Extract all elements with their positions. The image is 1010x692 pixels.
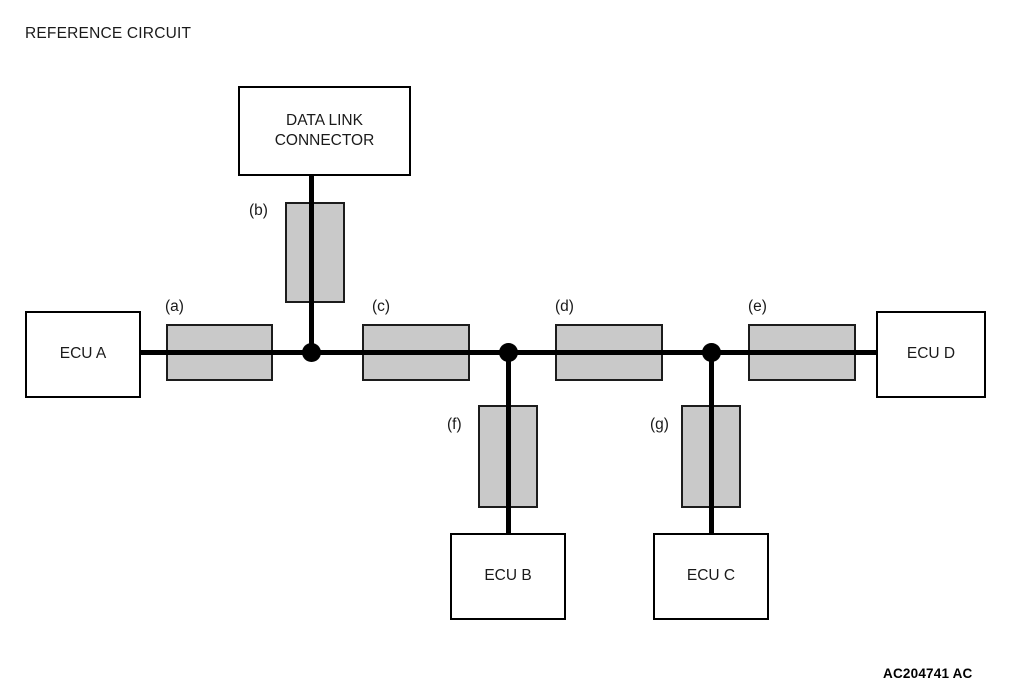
ecu-c-label: ECU C — [686, 567, 736, 585]
junction-ecu-b-dot — [499, 342, 518, 362]
document-code: AC204741 AC — [883, 666, 973, 681]
data-link-connector-label: DATA LINK CONNECTOR — [274, 111, 375, 149]
ecu-d-box: ECU D — [876, 311, 986, 398]
ecu-b-branch-wire — [505, 350, 511, 533]
ecu-c-branch-wire — [708, 350, 714, 533]
junction-data-link-dot — [302, 342, 321, 362]
segment-g-label: (g) — [650, 416, 669, 433]
segment-c-label: (c) — [372, 298, 391, 315]
ecu-a-label: ECU A — [59, 345, 107, 363]
data-link-connector-branch-wire — [308, 176, 314, 354]
segment-b-block — [285, 202, 345, 303]
ecu-c-box: ECU C — [653, 533, 769, 620]
ecu-b-box: ECU B — [450, 533, 566, 620]
ecu-d-label: ECU D — [906, 345, 956, 363]
page-title: REFERENCE CIRCUIT — [25, 25, 192, 42]
segment-b-label: (b) — [249, 202, 268, 219]
segment-d-label: (d) — [555, 298, 574, 315]
junction-ecu-c-dot — [702, 342, 721, 362]
ecu-b-label: ECU B — [484, 567, 532, 585]
segment-a-label: (a) — [165, 298, 184, 315]
data-link-connector-box: DATA LINK CONNECTOR — [238, 86, 411, 176]
segment-e-label: (e) — [748, 298, 767, 315]
segment-f-label: (f) — [447, 416, 462, 433]
ecu-a-box: ECU A — [25, 311, 141, 398]
